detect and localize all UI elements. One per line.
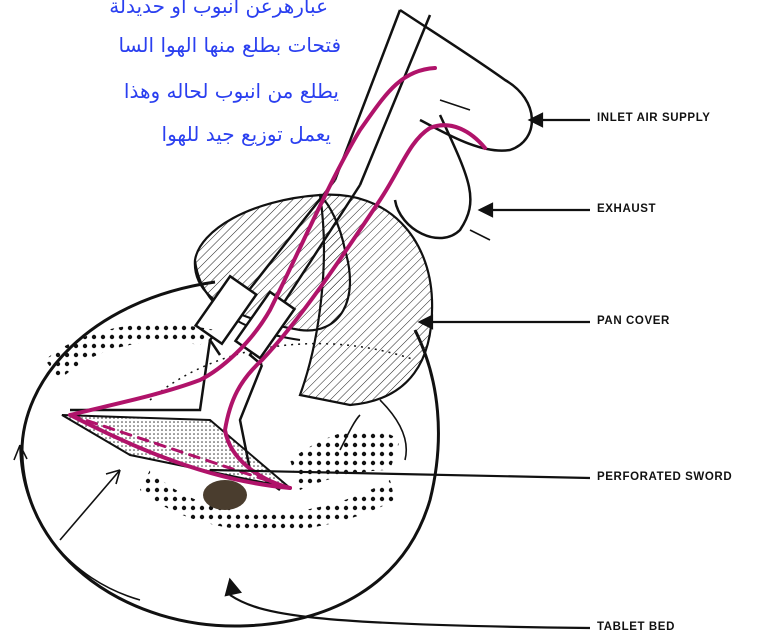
annotation-line-2: فتحات بطلع منها الهوا السا	[119, 30, 342, 61]
annotation-line-3: يطلع من انبوب لحاله وهذا	[124, 76, 339, 107]
tablet-blob	[203, 480, 247, 510]
pan-cover-label: PAN COVER	[597, 315, 670, 327]
inlet-air-supply-label: INLET AIR SUPPLY	[597, 112, 711, 124]
annotation-line-1: عبارهرعن انبوب او حديدلة	[109, 0, 328, 22]
exhaust-label: EXHAUST	[597, 203, 656, 215]
perforated-sword-label: PERFORATED SWORD	[597, 471, 732, 483]
tablet-bed-label: TABLET BED	[597, 621, 675, 633]
annotation-line-4: يعمل توزيع جيد للهوا	[162, 119, 331, 150]
